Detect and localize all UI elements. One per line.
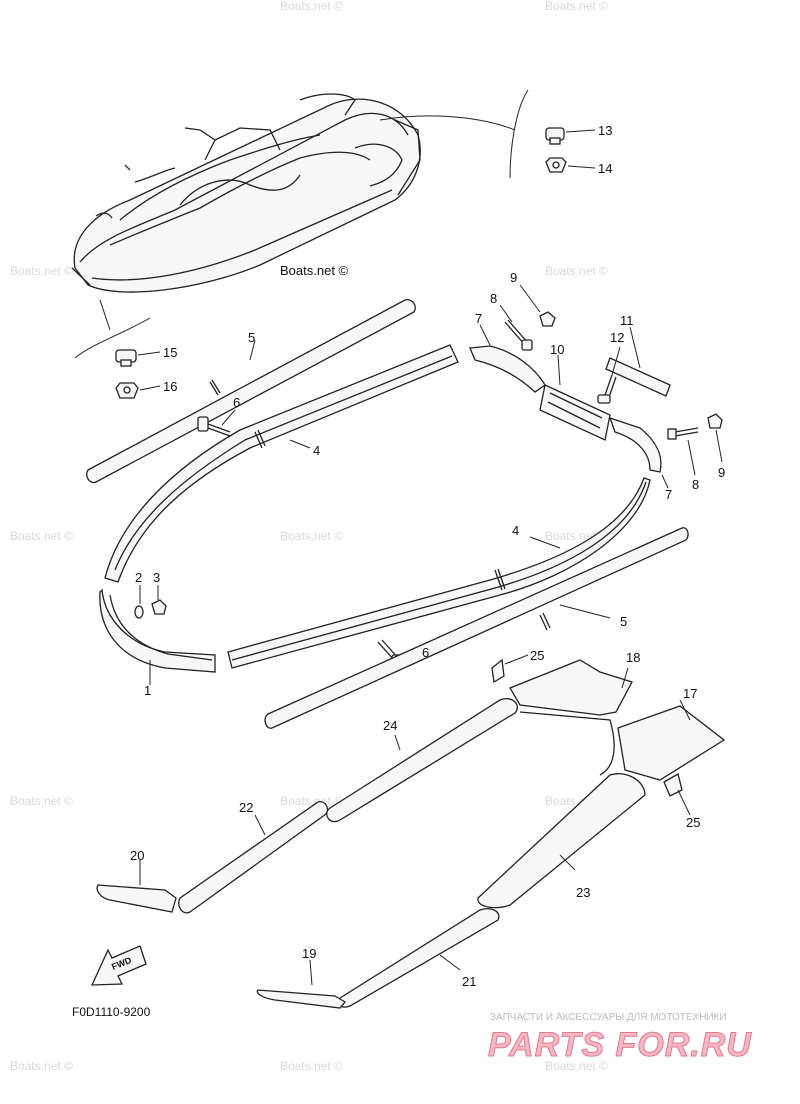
callout-9: 9 [510,270,517,285]
part-6-bolt-upper [197,416,231,437]
callout-25: 25 [686,815,700,830]
part-19-mat [256,989,346,1009]
part-11-strip [605,357,671,397]
part-5-rub-strip-lower [264,527,689,729]
callout-24: 24 [383,718,397,733]
part-21-mat [336,908,500,1008]
callout-18: 18 [626,650,640,665]
brand-tagline: ЗАПЧАСТИ И АКСЕССУАРЫ ДЛЯ МОТОТЕХНИКИ [490,1012,727,1023]
watermark: Boats.net © [545,0,608,13]
callout-7: 7 [665,487,672,502]
watercraft-illustration [71,93,421,293]
part-14-nut [545,157,567,173]
part-2-washer [134,605,144,619]
callout-22: 22 [239,800,253,815]
part-15-cap-nut [115,349,137,367]
watermark: Boats.net © [280,794,343,808]
callout-14: 14 [598,161,612,176]
watermark: Boats.net © [280,0,343,13]
callout-11: 11 [620,313,634,328]
callout-7: 7 [475,311,482,326]
part-9-nut-right [707,413,723,429]
part-7-joint-right [608,416,662,473]
part-10-bracket [539,384,611,441]
part-5-rub-strip-upper [86,299,416,484]
part-7-joint-upper [469,345,546,393]
fwd-arrow-icon: FWD [90,945,147,986]
boat-watermark-label: Boats.net © [280,263,349,278]
watermark: Boats.net © [280,529,343,543]
part-24-mat [326,698,518,823]
callout-12: 12 [610,330,624,345]
watermark: Boats.net © [10,794,73,808]
watermark: Boats.net © [545,264,608,278]
brand-logo-text: PARTS FOR.RU [488,1026,752,1064]
diagram-code: F0D1110-9200 [72,1005,151,1019]
part-12-bolt [597,374,617,404]
callout-10: 10 [550,342,564,357]
callout-17: 17 [683,686,697,701]
part-1-front-bumper [99,588,216,673]
part-20-mat [96,884,177,913]
callout-15: 15 [163,345,177,360]
part-22-mat [178,801,329,914]
watermark: Boats.net © [10,1059,73,1073]
callout-labels: 1 2 3 4 4 5 5 6 6 7 7 8 8 9 9 10 11 12 1… [130,123,725,989]
part-4-gunwale-left [104,344,459,583]
watermark: Boats.net © [10,529,73,543]
part-16-nut [115,382,139,399]
brand-logo: ЗАПЧАСТИ И АКСЕССУАРЫ ДЛЯ МОТОТЕХНИКИ PA… [488,1012,752,1065]
part-17-mat [617,705,726,781]
callout-20: 20 [130,848,144,863]
callout-23: 23 [576,885,590,900]
callout-8: 8 [692,477,699,492]
callout-4: 4 [313,443,320,458]
part-8-bolt [504,319,533,351]
watermark: Boats.net © [280,1059,343,1073]
callout-6: 6 [233,395,240,410]
callout-5: 5 [620,614,627,629]
boat-leader [379,89,529,179]
callout-19: 19 [302,946,316,961]
part-23-mat [477,773,646,909]
callout-13: 13 [598,123,612,138]
part-8-bolt-right [667,427,699,440]
watermark: Boats.net © [545,1059,608,1073]
callout-2: 2 [135,570,142,585]
watermark: Boats.net © [10,264,73,278]
callout-8: 8 [490,291,497,306]
callout-25: 25 [530,648,544,663]
part-18-mat [509,659,633,716]
callout-9: 9 [718,465,725,480]
callout-21: 21 [462,974,476,989]
boat-leader [74,299,151,359]
callout-16: 16 [163,379,177,394]
part-3-nut [151,599,167,615]
part-13-cap-nut [545,127,565,145]
callout-6: 6 [422,645,429,660]
callout-3: 3 [153,570,160,585]
part-9-nut [539,311,556,327]
part-25-pad-upper [491,658,505,684]
part-25-pad-lower [663,773,683,797]
callout-4: 4 [512,523,519,538]
callout-5: 5 [248,330,255,345]
callout-1: 1 [144,683,151,698]
